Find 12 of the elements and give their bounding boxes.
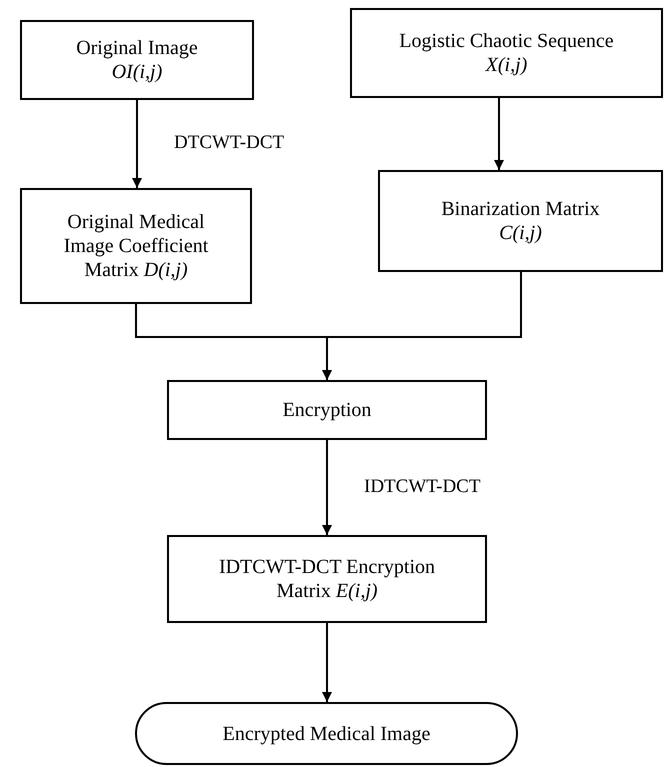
process-box: Logistic Chaotic Sequence X(i,j) <box>350 8 663 98</box>
process-box: Original Image OI(i,j) <box>20 20 254 100</box>
arrow <box>322 272 522 380</box>
process-box: Encryption <box>167 380 487 440</box>
process-box: Binarization Matrix C(i,j) <box>378 170 663 272</box>
arrow <box>322 440 332 535</box>
arrow <box>494 98 504 170</box>
arrow <box>322 623 332 702</box>
process-box: Original Medical Image Coefficient Matrix D(i,j) <box>20 188 252 304</box>
process-box: IDTCWT-DCT Encryption Matrix E(i,j) <box>167 535 487 623</box>
terminal-shape: Encrypted Medical Image <box>135 702 518 765</box>
arrow <box>132 100 142 188</box>
